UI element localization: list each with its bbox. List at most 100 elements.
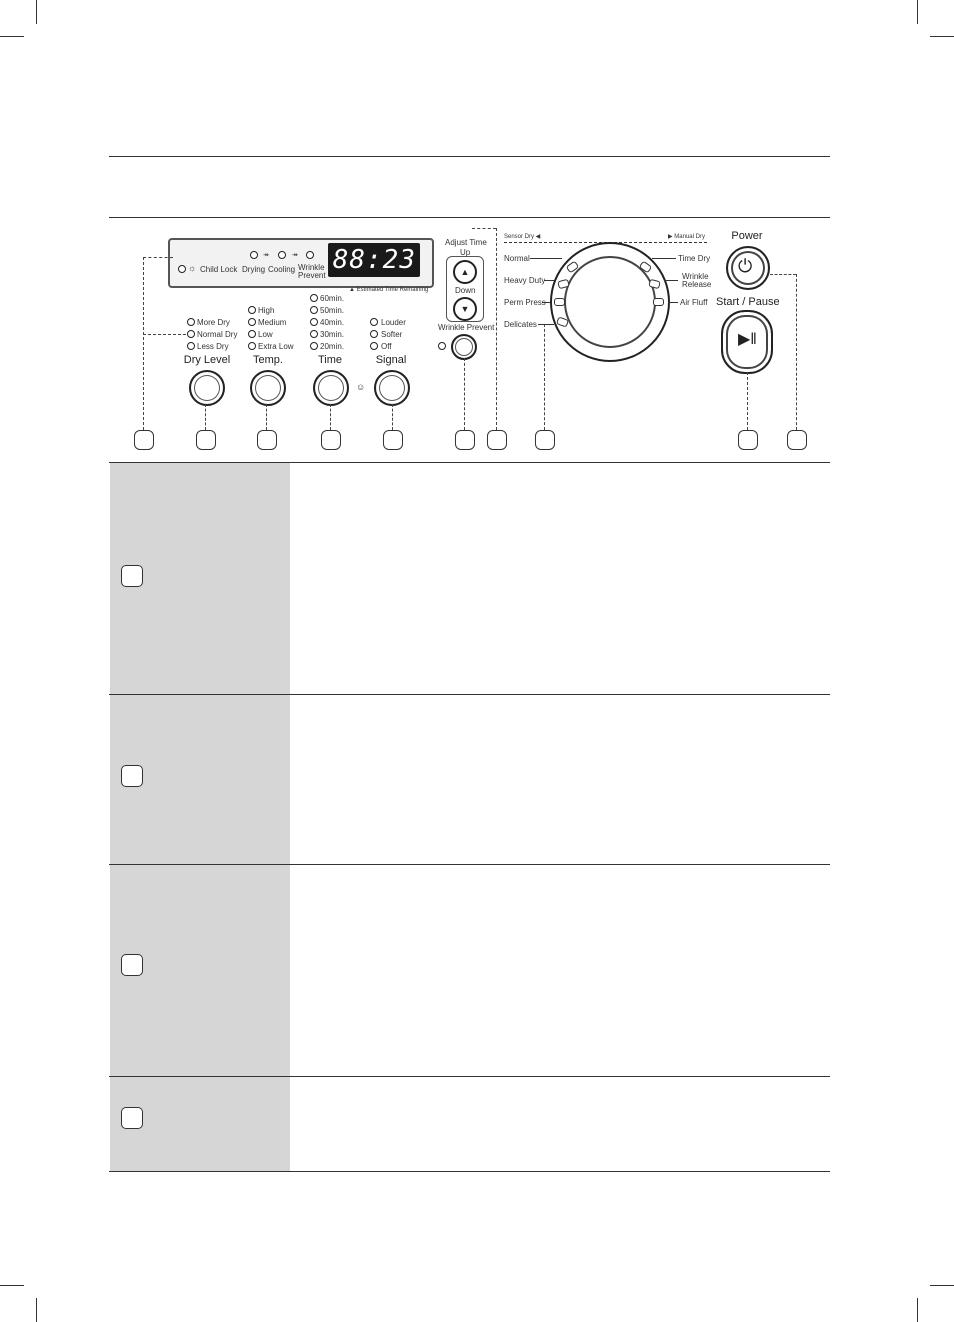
up-arrow-icon: ▲ xyxy=(460,267,470,277)
smart-check-icon: ☺ xyxy=(356,382,366,392)
row-divider xyxy=(109,864,830,865)
callout-leader xyxy=(544,324,545,430)
temp-button[interactable] xyxy=(250,370,286,406)
callout-leader xyxy=(472,228,496,229)
up-button[interactable]: ▲ xyxy=(453,260,477,284)
led xyxy=(248,330,256,338)
dry-level-title: Dry Level xyxy=(183,354,231,366)
row-callout-box xyxy=(121,765,143,787)
wrinkle-prevent-label: Prevent xyxy=(298,271,326,280)
child-lock-icon: ☼ xyxy=(188,263,197,273)
row-callout-box xyxy=(121,954,143,976)
child-lock-led xyxy=(178,265,186,273)
crop-mark xyxy=(917,1298,918,1322)
led xyxy=(187,342,195,350)
down-label: Down xyxy=(455,286,476,295)
callout-leader xyxy=(266,404,267,430)
crop-mark xyxy=(36,0,37,24)
callout-leader xyxy=(496,228,497,430)
power-icon: ⏻ xyxy=(738,256,753,276)
time-button[interactable] xyxy=(313,370,349,406)
leader-line xyxy=(544,280,554,281)
row-divider xyxy=(109,1076,830,1077)
cycle-air-fluff: Air Fluff xyxy=(680,298,708,307)
option-label: 20min. xyxy=(320,342,345,351)
callout-box xyxy=(535,430,555,450)
wrinkle-prevent-title: Wrinkle Prevent xyxy=(438,323,495,332)
control-panel-diagram: ☼ Child Lock ↠ ↠ Drying Cooling Wrinkle … xyxy=(0,0,954,462)
option-label: Medium xyxy=(258,318,287,327)
callout-box xyxy=(196,430,216,450)
wrinkle-prevent-led xyxy=(306,251,314,259)
row-divider xyxy=(109,694,830,695)
cooling-label: Cooling xyxy=(268,265,296,274)
start-pause-title: Start / Pause xyxy=(716,296,780,308)
option-label: 30min. xyxy=(320,330,345,339)
led xyxy=(187,318,195,326)
callout-leader xyxy=(392,404,393,430)
option-label: Less Dry xyxy=(197,342,229,351)
cycle-time-dry: Time Dry xyxy=(678,254,711,263)
power-button[interactable]: ⏻ xyxy=(726,246,770,290)
crop-mark xyxy=(930,36,954,37)
time-display: 88:23 xyxy=(328,243,420,277)
section-rule xyxy=(109,156,830,157)
callout-leader xyxy=(747,372,748,430)
drying-label: Drying xyxy=(242,265,266,274)
cycle-wrinkle-release: Release xyxy=(682,280,712,289)
option-label: Extra Low xyxy=(258,342,294,351)
led xyxy=(370,318,378,326)
led xyxy=(187,330,195,338)
callout-leader xyxy=(796,274,797,430)
manual-dry-label: ▶ Manual Dry xyxy=(668,234,705,240)
cycle-delicates: Delicates xyxy=(504,320,537,329)
option-label: 60min. xyxy=(320,294,345,303)
signal-title: Signal xyxy=(375,354,407,366)
option-label: Normal Dry xyxy=(197,330,238,339)
led xyxy=(370,330,378,338)
cycle-selector-dial[interactable] xyxy=(550,242,670,362)
callout-leader xyxy=(143,257,173,258)
led xyxy=(310,330,318,338)
callout-box xyxy=(321,430,341,450)
callout-leader xyxy=(143,334,186,335)
callout-box xyxy=(134,430,154,450)
option-label: Off xyxy=(381,342,392,351)
down-arrow-icon: ▼ xyxy=(460,304,470,314)
cycle-perm-press: Perm Press xyxy=(504,298,546,307)
leader-line xyxy=(538,324,554,325)
callout-box xyxy=(787,430,807,450)
option-label: Low xyxy=(258,330,273,339)
cycle-wrinkle-release: Wrinkle xyxy=(682,272,709,281)
row-callout-box xyxy=(121,1107,143,1129)
row-callout-box xyxy=(121,565,143,587)
time-title: Time xyxy=(317,354,343,366)
signal-button[interactable] xyxy=(374,370,410,406)
option-label: High xyxy=(258,306,275,315)
led xyxy=(310,306,318,314)
option-label: Softer xyxy=(381,330,403,339)
crop-mark xyxy=(0,36,24,37)
led xyxy=(248,306,256,314)
adjust-time-bracket xyxy=(446,256,484,322)
estimated-time-label: ▲ Estimated Time Remaining xyxy=(349,287,429,293)
cycle-heavy-duty: Heavy Duty xyxy=(504,276,546,285)
arrow-icon: ↠ xyxy=(292,252,298,259)
leader-line xyxy=(668,302,678,303)
power-title: Power xyxy=(731,230,763,242)
led xyxy=(310,294,318,302)
dial-marker xyxy=(554,298,565,306)
leader-line xyxy=(542,302,550,303)
led xyxy=(310,318,318,326)
callout-leader xyxy=(770,274,796,275)
leader-line xyxy=(530,258,562,259)
option-label: Louder xyxy=(381,318,406,327)
drying-led xyxy=(250,251,258,259)
leader-line xyxy=(652,258,676,259)
wrinkle-prevent-button[interactable] xyxy=(451,334,477,360)
start-pause-button[interactable]: ▶‖ xyxy=(721,310,773,374)
cycle-normal: Normal xyxy=(504,254,530,263)
dry-level-button[interactable] xyxy=(189,370,225,406)
down-button[interactable]: ▼ xyxy=(453,297,477,321)
callout-box xyxy=(738,430,758,450)
